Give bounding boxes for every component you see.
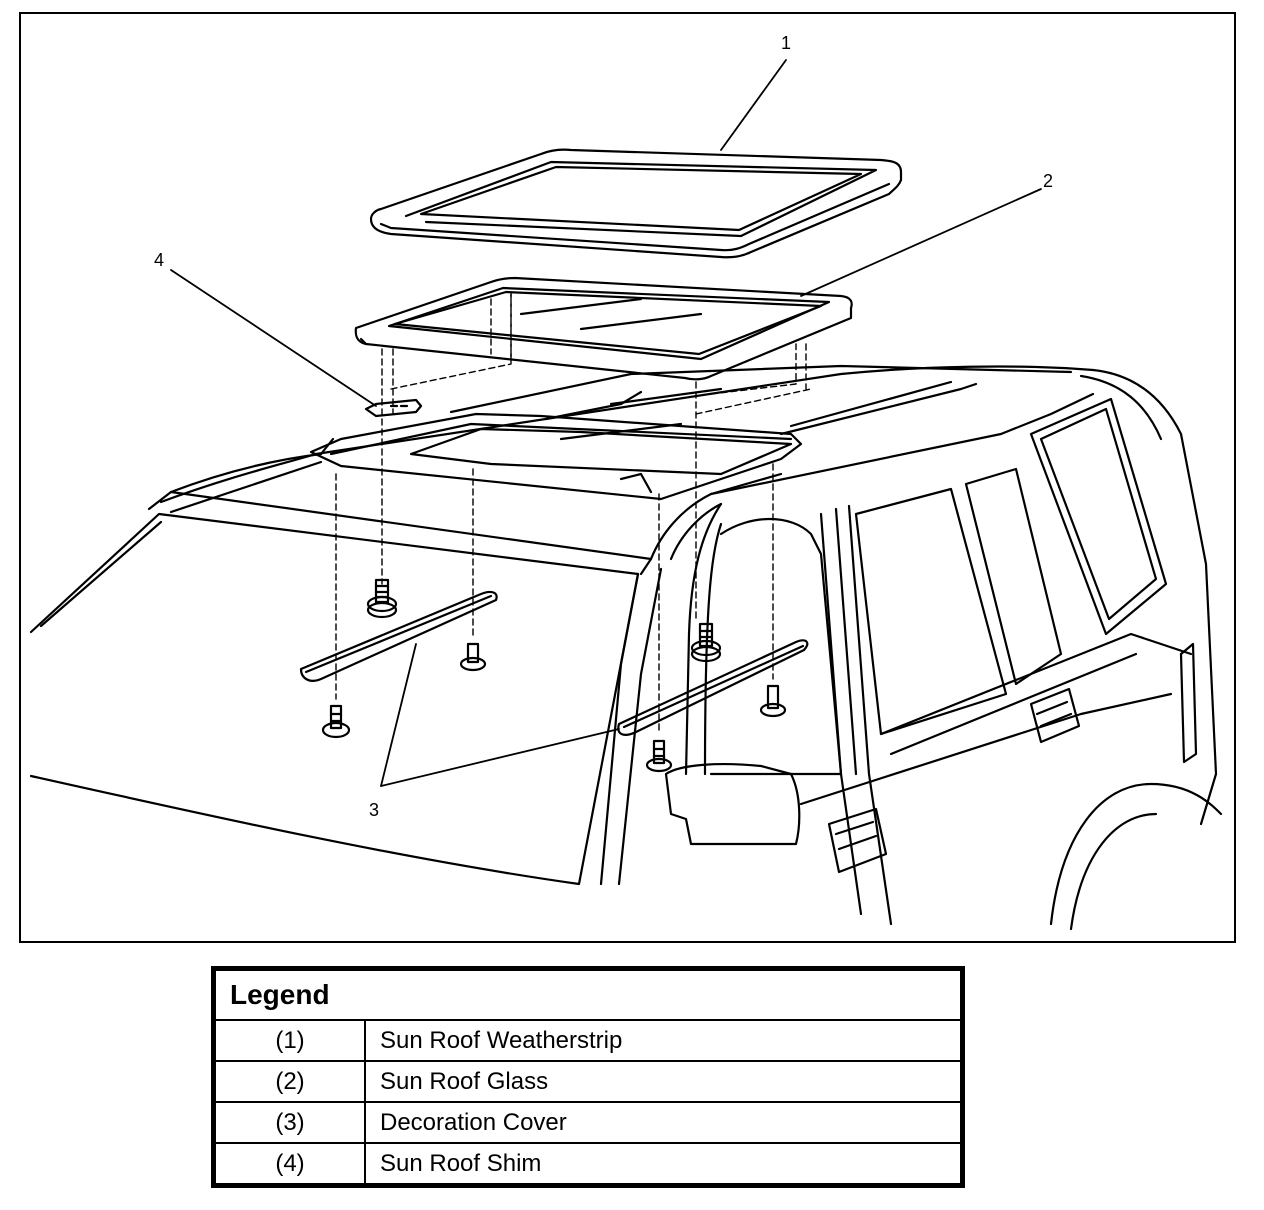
vehicle-body (29, 364, 1223, 931)
legend-row: (3) Decoration Cover (214, 1101, 962, 1144)
callouts: 1 2 3 4 (154, 33, 1053, 820)
legend-row: (4) Sun Roof Shim (214, 1142, 962, 1185)
legend-row-description: Decoration Cover (364, 1101, 962, 1144)
alignment-lines (335, 293, 812, 735)
legend-row-description: Sun Roof Glass (364, 1060, 962, 1103)
legend-row: (1) Sun Roof Weatherstrip (214, 1019, 962, 1062)
callout-2: 2 (1043, 171, 1053, 191)
shim-part (364, 398, 423, 418)
weatherstrip-part (369, 148, 903, 259)
legend-row-description: Sun Roof Weatherstrip (364, 1019, 962, 1062)
callout-3: 3 (369, 800, 379, 820)
legend-title: Legend (214, 969, 962, 1021)
legend-row-number: (3) (214, 1101, 366, 1144)
sunroof-diagram: 1 2 3 4 (29, 33, 1223, 931)
exploded-view-figure: 1 2 3 4 (19, 12, 1236, 943)
leader-lines (170, 59, 1042, 787)
decoration-covers (299, 590, 809, 736)
glass-part (354, 276, 853, 381)
legend-row-description: Sun Roof Shim (364, 1142, 962, 1185)
legend-header-row: Legend (214, 969, 962, 1021)
legend-row: (2) Sun Roof Glass (214, 1060, 962, 1103)
legend-row-number: (1) (214, 1019, 366, 1062)
callout-1: 1 (781, 33, 791, 53)
legend-table: Legend (1) Sun Roof Weatherstrip (2) Sun… (211, 966, 965, 1188)
callout-4: 4 (154, 250, 164, 270)
legend-row-number: (4) (214, 1142, 366, 1185)
legend-row-number: (2) (214, 1060, 366, 1103)
fasteners (321, 578, 787, 773)
